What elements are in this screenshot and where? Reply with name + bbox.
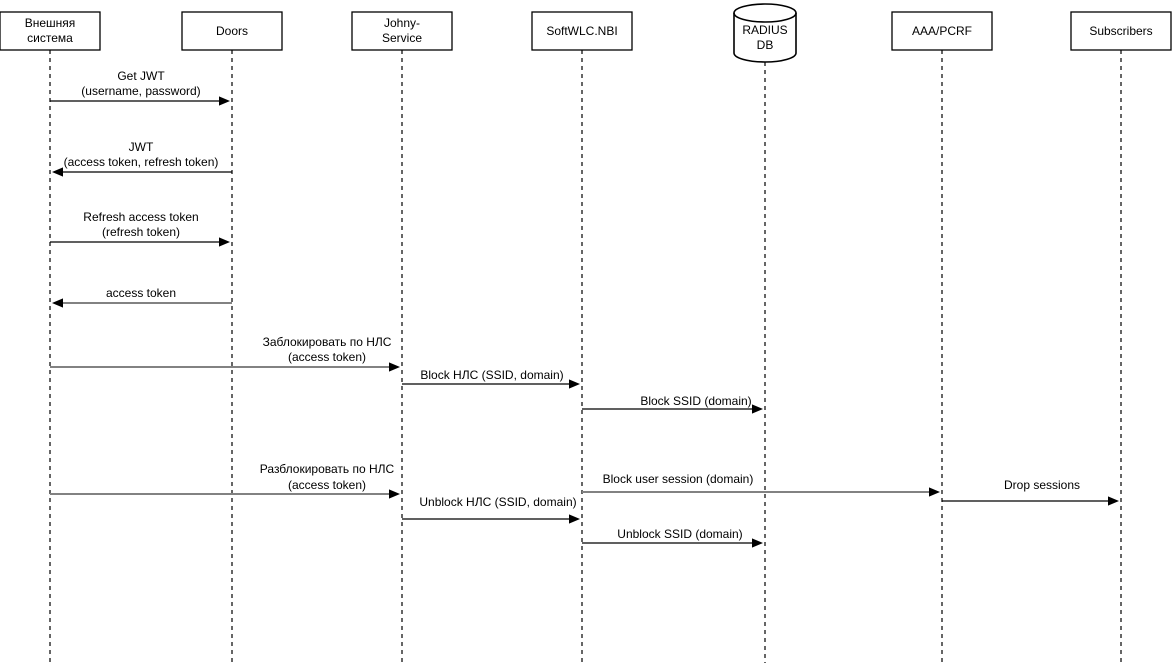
arrowhead-icon bbox=[929, 487, 940, 497]
message-external-to-doors: Refresh access token(refresh token) bbox=[50, 210, 230, 247]
message-label: Unblock НЛС (SSID, domain) bbox=[419, 495, 576, 509]
message-external-to-johny: Разблокировать по НЛС(access token) bbox=[50, 462, 400, 499]
message-label: Заблокировать по НЛС(access token) bbox=[263, 335, 392, 364]
message-nbi-to-aaa: Block user session (domain) bbox=[582, 472, 940, 497]
arrowhead-icon bbox=[752, 404, 763, 414]
message-nbi-to-radius: Unblock SSID (domain) bbox=[582, 527, 763, 548]
message-label: Block SSID (domain) bbox=[640, 394, 751, 408]
arrowhead-icon bbox=[389, 489, 400, 499]
actor-johny: Johny-Service bbox=[351, 11, 453, 51]
message-label: access token bbox=[106, 286, 176, 300]
actor-box bbox=[181, 11, 283, 51]
message-doors-to-external: access token bbox=[52, 286, 232, 308]
arrowhead-icon bbox=[389, 362, 400, 372]
message-external-to-johny: Заблокировать по НЛС(access token) bbox=[50, 335, 400, 372]
actor-label: SoftWLC.NBI bbox=[546, 24, 617, 38]
message-label: Unblock SSID (domain) bbox=[617, 527, 742, 541]
arrowhead-icon bbox=[752, 538, 763, 548]
actor-nbi: SoftWLC.NBI bbox=[531, 11, 633, 51]
arrowhead-icon bbox=[52, 298, 63, 308]
message-label: Разблокировать по НЛС(access token) bbox=[260, 462, 395, 492]
actor-aaa: AAA/PCRF bbox=[891, 11, 993, 51]
actor-label: Doors bbox=[216, 24, 248, 38]
message-label: Block user session (domain) bbox=[603, 472, 754, 486]
actor-label: AAA/PCRF bbox=[912, 24, 972, 38]
actor-box bbox=[351, 11, 453, 51]
arrowhead-icon bbox=[1108, 496, 1119, 506]
arrowhead-icon bbox=[569, 379, 580, 389]
message-external-to-doors: Get JWT(username, password) bbox=[50, 69, 230, 106]
actor-box bbox=[531, 11, 633, 51]
actor-box bbox=[0, 11, 101, 51]
message-label: JWT(access token, refresh token) bbox=[64, 140, 219, 169]
message-label: Block НЛС (SSID, domain) bbox=[420, 368, 563, 382]
message-label: Drop sessions bbox=[1004, 478, 1080, 492]
arrowhead-icon bbox=[569, 514, 580, 524]
database-cylinder-icon bbox=[733, 3, 797, 63]
actor-label: Johny-Service bbox=[382, 16, 422, 45]
arrowhead-icon bbox=[52, 167, 63, 177]
actor-doors: Doors bbox=[181, 11, 283, 51]
actor-box bbox=[891, 11, 993, 51]
arrowhead-icon bbox=[219, 237, 230, 247]
message-johny-to-nbi: Unblock НЛС (SSID, domain) bbox=[402, 495, 580, 524]
database-rim bbox=[733, 12, 797, 23]
actor-label: Subscribers bbox=[1089, 24, 1152, 38]
message-nbi-to-radius: Block SSID (domain) bbox=[582, 394, 763, 414]
message-johny-to-nbi: Block НЛС (SSID, domain) bbox=[402, 368, 580, 389]
arrowhead-icon bbox=[219, 96, 230, 106]
actor-box bbox=[1070, 11, 1172, 51]
message-label: Get JWT(username, password) bbox=[81, 69, 200, 98]
message-aaa-to-subscribers: Drop sessions bbox=[942, 478, 1119, 506]
message-doors-to-external: JWT(access token, refresh token) bbox=[52, 140, 232, 177]
message-label: Refresh access token(refresh token) bbox=[83, 210, 198, 239]
actor-subscribers: Subscribers bbox=[1070, 11, 1172, 51]
